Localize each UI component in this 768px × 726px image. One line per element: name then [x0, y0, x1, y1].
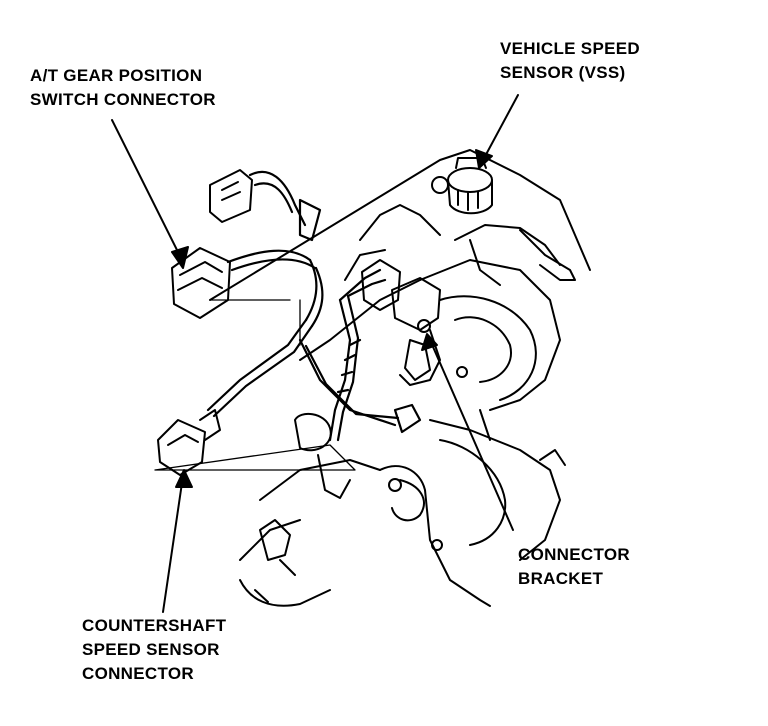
arrow-connector-bracket — [429, 339, 514, 531]
countershaft-connector — [157, 409, 221, 476]
arrowhead-countershaft — [175, 469, 193, 488]
vss-label-line-1: VEHICLE SPEED — [500, 39, 640, 58]
countershaft-connector-label: COUNTERSHAFT SPEED SENSOR CONNECTOR — [82, 614, 226, 686]
bracket-label-line-1: CONNECTOR — [518, 545, 630, 564]
arrowhead-vss — [475, 149, 493, 169]
connector-bracket-label: CONNECTOR BRACKET — [518, 543, 630, 591]
wiring-harness — [206, 170, 422, 442]
vss-label: VEHICLE SPEED SENSOR (VSS) — [500, 37, 640, 85]
gear-switch-label-line-2: SWITCH CONNECTOR — [30, 90, 216, 109]
arrow-gear-switch — [111, 119, 184, 263]
transmission-case — [209, 149, 591, 607]
gear-switch-connector-label: A/T GEAR POSITION SWITCH CONNECTOR — [30, 64, 216, 112]
countershaft-label-line-1: COUNTERSHAFT — [82, 616, 227, 635]
gear-switch-label-line-1: A/T GEAR POSITION — [30, 66, 203, 85]
mounting-plate — [154, 299, 356, 471]
gear-switch-connector — [171, 169, 253, 319]
countershaft-label-line-3: CONNECTOR — [82, 664, 194, 683]
vss-label-line-2: SENSOR (VSS) — [500, 63, 626, 82]
arrowhead-gear-switch — [171, 246, 189, 269]
leader-arrows — [111, 94, 519, 613]
vss-sensor — [431, 157, 493, 215]
arrow-vss — [481, 94, 519, 163]
lower-mount — [259, 412, 351, 561]
connector-bracket-part — [361, 259, 441, 381]
arrow-countershaft — [162, 475, 184, 613]
countershaft-label-line-2: SPEED SENSOR — [82, 640, 220, 659]
arrowhead-connector-bracket — [421, 333, 438, 351]
bracket-label-line-2: BRACKET — [518, 569, 604, 588]
